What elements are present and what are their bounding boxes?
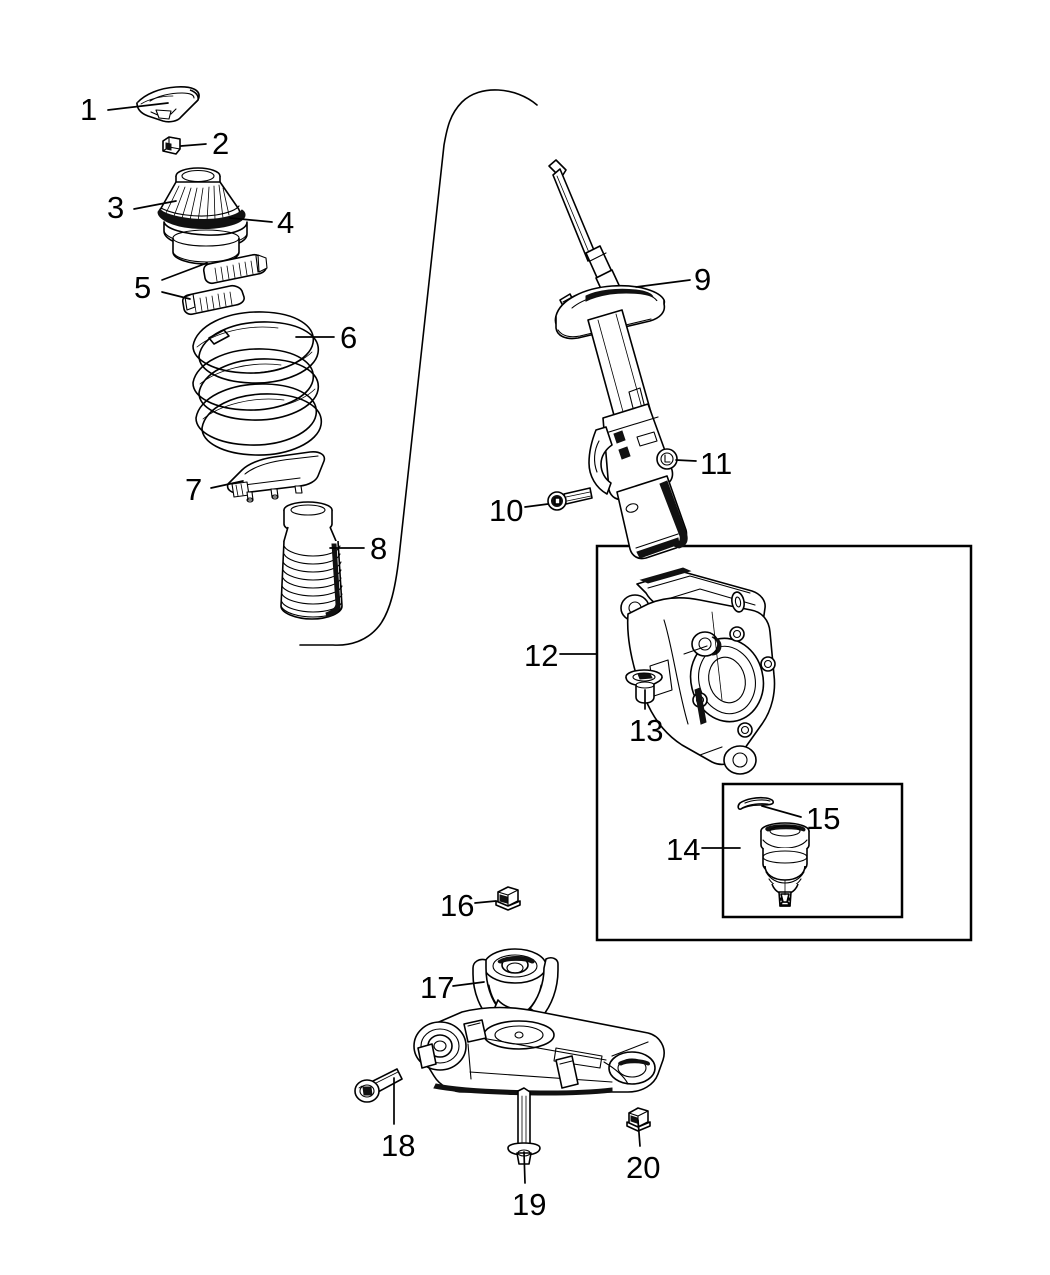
callout-label-10: 10: [489, 493, 524, 528]
part-10-strut-to-knuckle-bolt: [547, 487, 593, 511]
part-20-control-arm-nut: [626, 1107, 651, 1132]
callout-label-14: 14: [666, 832, 701, 867]
callout-label-6: 6: [340, 320, 358, 355]
callout-label-7: 7: [185, 472, 203, 507]
callout-label-5: 5: [134, 270, 152, 305]
part-12-steering-knuckle: [620, 567, 776, 775]
part-5-spring-isolator-upper: [202, 253, 268, 285]
knuckle-group-box: [595, 544, 973, 942]
part-5-spring-isolator-lower: [181, 284, 245, 316]
callout-label-8: 8: [370, 531, 388, 566]
part-9-strut-assembly: [548, 159, 688, 560]
callout-label-11: 11: [700, 446, 733, 481]
part-14-ball-joint: [760, 822, 810, 907]
callout-label-16: 16: [440, 888, 475, 923]
callout-label-13: 13: [629, 713, 664, 748]
ball-joint-group-box: [721, 782, 904, 919]
part-4-upper-spring-seat: [163, 221, 248, 265]
callout-label-3: 3: [107, 190, 125, 225]
part-8-jounce-bumper-boot: [280, 501, 343, 620]
part-15-ball-joint-retaining-clip: [737, 796, 775, 810]
callout-label-2: 2: [212, 126, 230, 161]
callout-label-12: 12: [524, 638, 559, 673]
part-18-control-arm-front-bolt: [354, 1068, 403, 1103]
callout-label-17: 17: [420, 970, 455, 1005]
callout-label-20: 20: [626, 1150, 661, 1185]
callout-label-19: 19: [512, 1187, 547, 1222]
callout-label-15: 15: [806, 801, 841, 836]
callout-label-1: 1: [80, 92, 98, 127]
spring-strut-pairing-bracket: [299, 89, 538, 646]
part-3-upper-strut-mount: [157, 167, 246, 229]
part-7-lower-spring-seat: [226, 451, 326, 503]
part-11-strut-nut: [656, 448, 678, 470]
part-6-coil-spring: [192, 311, 322, 456]
callout-label-9: 9: [694, 262, 712, 297]
part-16-ball-joint-nut: [495, 886, 521, 911]
part-1-strut-mount-cap: [136, 86, 200, 123]
part-17-lower-control-arm: [413, 948, 665, 1096]
part-19-control-arm-rear-bolt: [507, 1087, 541, 1165]
leader-lines: [107, 102, 802, 1184]
callout-label-4: 4: [277, 205, 295, 240]
part-2-strut-mount-nut: [162, 136, 181, 155]
part-13-knuckle-bushing: [625, 669, 663, 704]
callout-label-18: 18: [381, 1128, 416, 1163]
